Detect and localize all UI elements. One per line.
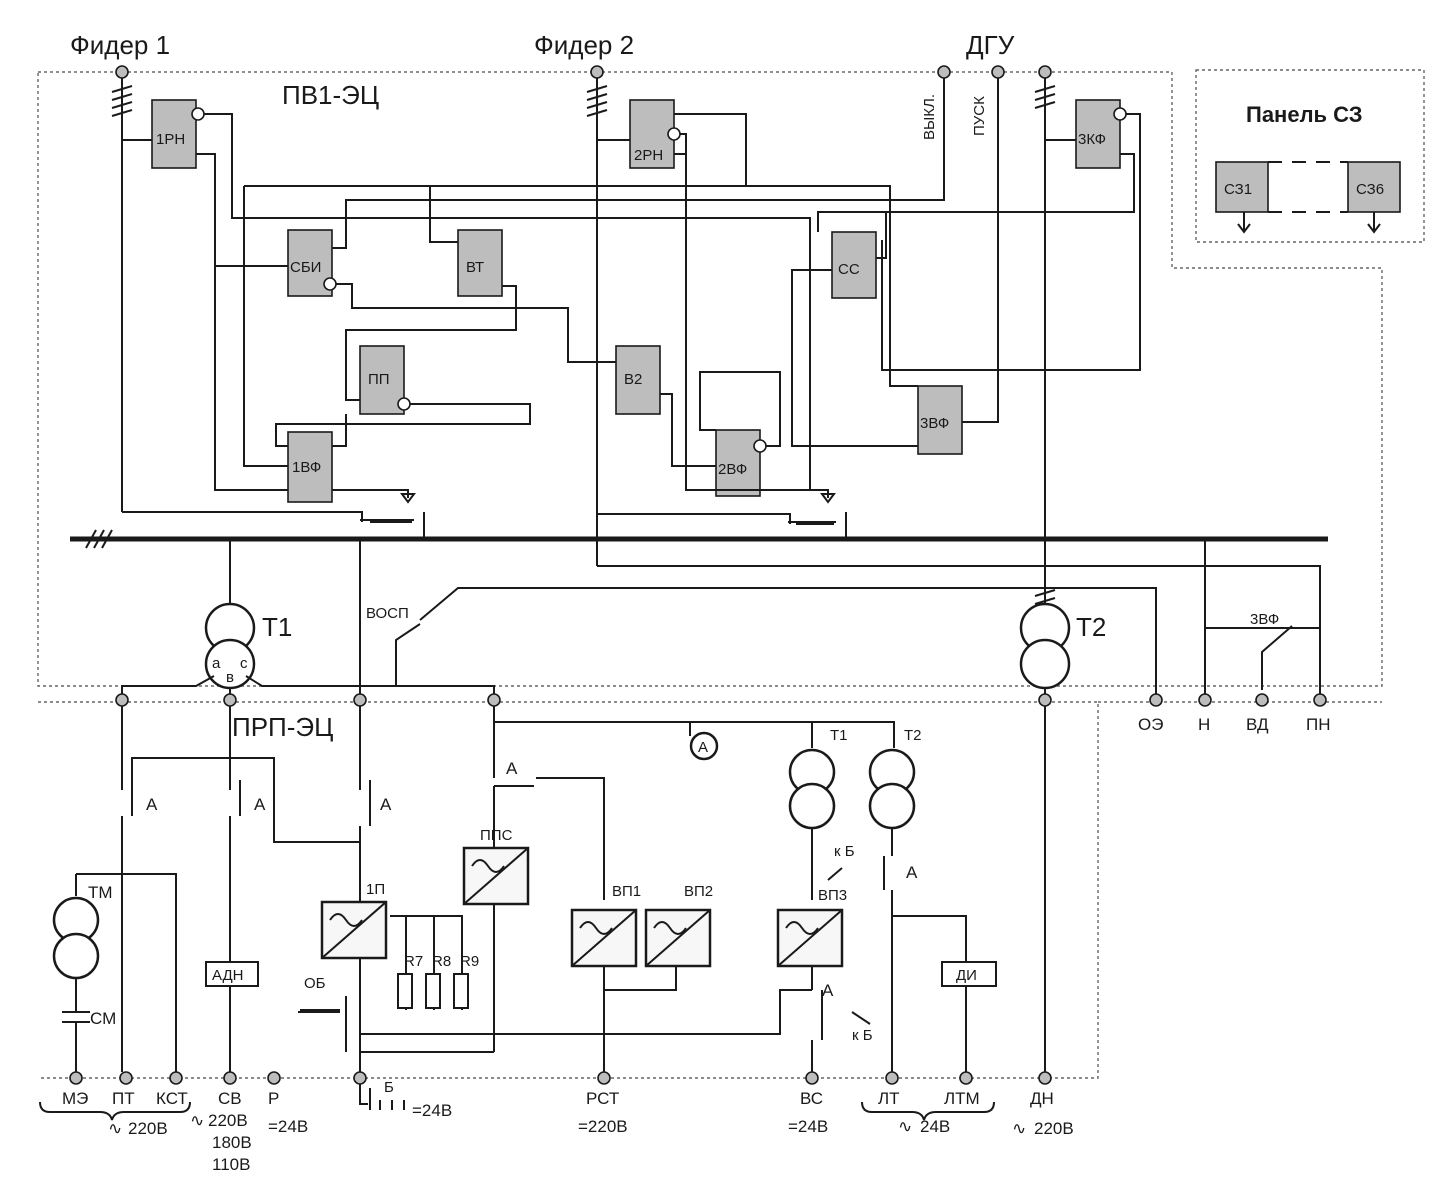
labels: Фидер 1 Фидер 2 ДГУ ПВ1-ЭЦ ПРП-ЭЦ ВЫКЛ. … — [62, 30, 1384, 1174]
tilde-1: ∿ — [108, 1119, 122, 1138]
switch-a4: А — [506, 759, 518, 778]
braces — [39, 1101, 995, 1121]
control-blocks — [151, 99, 1127, 503]
volt-220b: 220В — [208, 1111, 248, 1130]
t1-small-label: Т1 — [830, 727, 848, 744]
transformer-t2 — [1019, 602, 1320, 1078]
term-pt: ПТ — [112, 1089, 135, 1108]
volt-110: 110В — [212, 1155, 250, 1174]
volt-220ac: 220В — [128, 1119, 168, 1138]
prp-label: ПРП-ЭЦ — [232, 712, 333, 742]
switch-a5: А — [906, 863, 918, 882]
volt-b24: =24В — [412, 1101, 452, 1120]
term-n: Н — [1198, 715, 1210, 734]
sm-label: СМ — [90, 1009, 116, 1028]
kb2-label: к Б — [852, 1027, 873, 1044]
term-lt: ЛТ — [878, 1089, 900, 1108]
start-label: ПУСК — [971, 96, 988, 136]
adn-label: АДН — [212, 967, 244, 984]
enclosures — [37, 69, 1425, 1079]
term-vd: ВД — [1246, 715, 1269, 734]
power-circuit — [52, 706, 967, 1110]
switch-a1: А — [146, 795, 158, 814]
switch-a3: А — [380, 795, 392, 814]
term-dn: ДН — [1030, 1089, 1054, 1108]
dgu-label: ДГУ — [966, 30, 1015, 60]
panel-title: Панель СЗ — [1246, 102, 1363, 127]
v2-label: В2 — [624, 371, 642, 388]
r9-label: R9 — [460, 953, 479, 970]
vf2-label: 2ВФ — [718, 461, 747, 478]
sz6-label: СЗ6 — [1356, 181, 1384, 198]
vf3-label: 3ВФ — [920, 415, 949, 432]
volt-180: 180В — [212, 1133, 252, 1152]
control-wiring — [122, 78, 1141, 540]
vf1-label: 1ВФ — [292, 459, 321, 476]
volt-lt24: 24В — [920, 1117, 950, 1136]
volt-dn220: 220В — [1034, 1119, 1074, 1138]
term-pn: ПН — [1306, 715, 1331, 734]
wind-a: а — [212, 655, 221, 672]
pps-label: ППС — [480, 827, 513, 844]
term-rst: РСТ — [586, 1089, 619, 1108]
off-label: ВЫКЛ. — [921, 94, 938, 140]
vf3-switch-label: 3ВФ — [1250, 611, 1279, 628]
vp3-label: ВП3 — [818, 887, 847, 904]
di-label: ДИ — [956, 967, 977, 984]
switch-a6: А — [822, 981, 834, 1000]
ss-label: СС — [838, 261, 860, 278]
tilde-2: ∿ — [190, 1111, 204, 1130]
term-me: МЭ — [62, 1089, 88, 1108]
term-kst: КСТ — [156, 1089, 188, 1108]
rn1-label: 1РН — [156, 131, 185, 148]
vp2-label: ВП2 — [684, 883, 713, 900]
term-ltm: ЛТМ — [944, 1089, 980, 1108]
t2-small-label: Т2 — [904, 727, 922, 744]
tilde-3: ∿ — [898, 1117, 912, 1136]
t2-label: Т2 — [1076, 612, 1106, 642]
vt-label: ВТ — [466, 259, 484, 276]
main-bus — [70, 529, 1328, 549]
volt-vs24: =24В — [788, 1117, 828, 1136]
tilde-4: ∿ — [1012, 1119, 1026, 1138]
pp-label: ПП — [368, 371, 390, 388]
tm-label: ТМ — [88, 883, 113, 902]
feeder2-label: Фидер 2 — [534, 30, 634, 60]
wind-b: в — [226, 669, 234, 686]
feeder1-label: Фидер 1 — [70, 30, 170, 60]
ob-label: ОБ — [304, 975, 326, 992]
wind-c: с — [240, 655, 248, 672]
sz1-label: СЗ1 — [1224, 181, 1252, 198]
volt-rst: =220В — [578, 1117, 628, 1136]
term-r: Р — [268, 1089, 279, 1108]
kf3-label: 3КФ — [1078, 131, 1106, 148]
kb1-label: к Б — [834, 843, 855, 860]
feeder-lines — [111, 65, 1321, 700]
vosp-label: ВОСП — [366, 605, 409, 622]
term-sv: СВ — [218, 1089, 242, 1108]
vp1-label: ВП1 — [612, 883, 641, 900]
rn2-label: 2РН — [634, 147, 663, 164]
converters — [205, 846, 997, 1009]
sbi-label: СБИ — [290, 259, 321, 276]
p1-label: 1П — [366, 881, 385, 898]
r7-label: R7 — [404, 953, 423, 970]
r8-label: R8 — [432, 953, 451, 970]
pv1-label: ПВ1-ЭЦ — [282, 80, 379, 110]
switch-a2: А — [254, 795, 266, 814]
term-oe: ОЭ — [1138, 715, 1163, 734]
term-vs: ВС — [800, 1089, 823, 1108]
ammeter-label: A — [698, 739, 708, 756]
battery-label: Б — [384, 1079, 394, 1096]
t1-label: Т1 — [262, 612, 292, 642]
panel-sz — [1215, 161, 1401, 234]
volt-r24: =24В — [268, 1117, 308, 1136]
